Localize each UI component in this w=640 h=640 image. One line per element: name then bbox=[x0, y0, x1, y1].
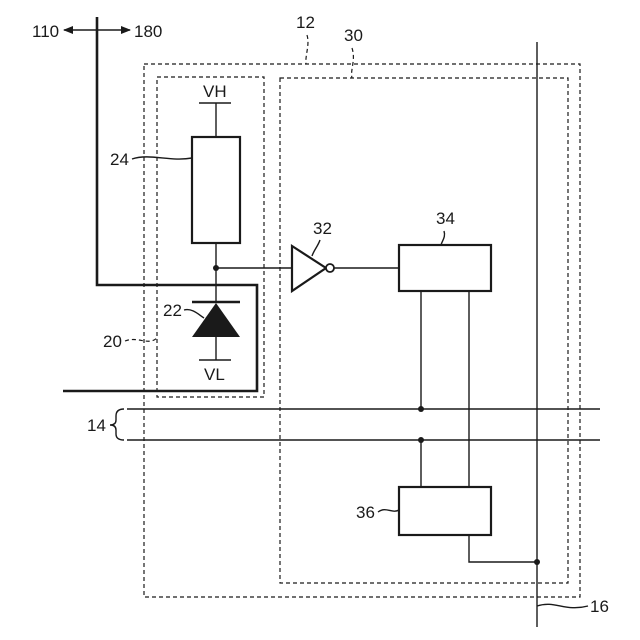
ref-20-label: 20 bbox=[103, 332, 122, 351]
ref-12-label: 12 bbox=[296, 13, 315, 32]
vl-label: VL bbox=[204, 365, 225, 384]
ref-34-label: 34 bbox=[436, 209, 455, 228]
ref-34-leader bbox=[441, 231, 445, 245]
ref-36-label: 36 bbox=[356, 503, 375, 522]
ref-22-label: 22 bbox=[163, 301, 182, 320]
ref-180-label: 180 bbox=[134, 22, 162, 41]
diode-22-icon bbox=[192, 303, 240, 337]
block-36 bbox=[399, 487, 491, 535]
ref-20-leader bbox=[125, 338, 157, 341]
ref-30-leader bbox=[352, 48, 354, 78]
ref-110-label: 110 bbox=[32, 22, 59, 41]
ref-22-leader bbox=[184, 310, 204, 318]
inverter-bubble bbox=[326, 264, 334, 272]
ref-24-leader bbox=[132, 157, 192, 159]
ref-16-leader bbox=[537, 604, 588, 607]
wire-36-to-16 bbox=[469, 535, 537, 562]
ref-36-leader bbox=[378, 510, 399, 512]
vh-label: VH bbox=[203, 82, 227, 101]
ref-32-label: 32 bbox=[313, 219, 332, 238]
ref-14-label: 14 bbox=[87, 416, 106, 435]
ref-32-leader bbox=[312, 240, 320, 256]
inverter-32 bbox=[292, 246, 326, 291]
ref-30-label: 30 bbox=[344, 26, 363, 45]
ref-16-label: 16 bbox=[590, 597, 609, 616]
node-dot-bus-upper bbox=[418, 406, 424, 412]
bus-brace-14 bbox=[110, 409, 124, 440]
ref-24-label: 24 bbox=[110, 150, 129, 169]
element-24-box bbox=[192, 137, 240, 243]
ref-12-leader bbox=[306, 35, 308, 64]
block-34 bbox=[399, 245, 491, 291]
